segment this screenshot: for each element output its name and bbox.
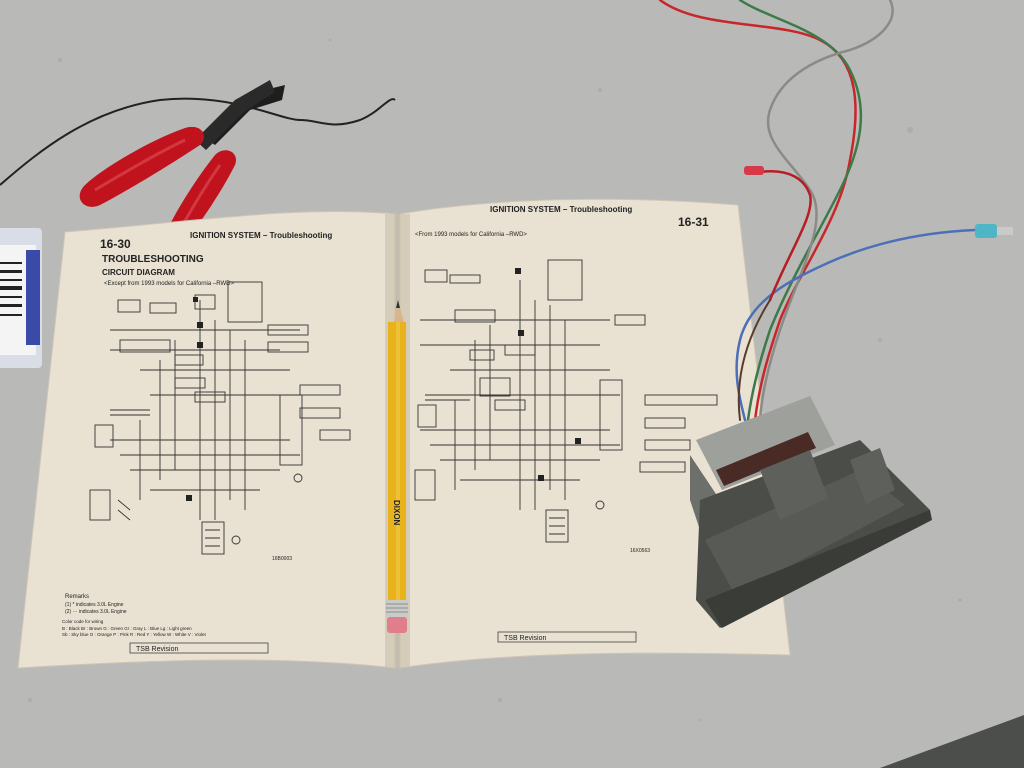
pencil-ferrule xyxy=(386,600,408,618)
left-remarks-heading: Remarks xyxy=(65,594,89,600)
left-tsb-label: TSB Revision xyxy=(136,646,179,653)
table-speckle xyxy=(28,38,962,722)
left-color-code-heading: Color code for wiring xyxy=(62,619,104,624)
left-section-title: TROUBLESHOOTING xyxy=(102,254,204,265)
right-page xyxy=(399,198,791,669)
parts-box xyxy=(0,228,42,368)
right-tsb-box xyxy=(497,631,637,643)
left-figure-code: 16B0003 xyxy=(272,556,292,562)
left-circuit-diagram xyxy=(89,281,351,555)
green-wire xyxy=(738,0,863,422)
left-remark-2: (2) ··· indicates 3.0L Engine xyxy=(65,609,127,615)
wire-bundle xyxy=(658,0,977,422)
left-color-row-2: Sb : Sky blue O : Orange P : Pink R : Re… xyxy=(62,632,206,637)
left-tsb-box xyxy=(129,642,269,654)
blue-wire xyxy=(735,228,977,422)
black-wire xyxy=(0,97,396,186)
red-terminal xyxy=(744,166,764,175)
short-red-wire xyxy=(758,169,812,302)
left-diagram-subtitle: <Except from 1993 models for California … xyxy=(104,281,234,287)
left-diagram-markers xyxy=(186,297,203,501)
electronic-module xyxy=(690,396,932,628)
left-page-number: 16-30 xyxy=(100,237,131,251)
red-wire xyxy=(658,0,857,422)
right-page-number: 16-31 xyxy=(678,215,709,229)
right-tsb-label: TSB Revision xyxy=(504,635,547,642)
left-remark-1: (1) * indicates 3.0L Engine xyxy=(65,602,124,608)
right-circuit-diagram xyxy=(414,259,718,543)
right-diagram-markers xyxy=(515,268,581,481)
right-running-head: IGNITION SYSTEM – Troubleshooting xyxy=(490,205,632,214)
left-color-row-1: B : Black Br : Brown G : Green Gr : Gray… xyxy=(62,626,192,631)
pencil-brand: DIXON xyxy=(392,500,401,526)
left-diagram-title: CIRCUIT DIAGRAM xyxy=(102,268,175,277)
tool-edge xyxy=(880,715,1024,768)
pencil: DIXON xyxy=(386,300,408,633)
spade-terminal xyxy=(975,224,1013,238)
right-figure-code: 16X0563 xyxy=(630,548,650,554)
gray-wire xyxy=(758,0,894,422)
pencil-eraser xyxy=(387,617,407,633)
right-diagram-subtitle: <From 1993 models for California –RWD> xyxy=(415,232,527,238)
left-running-head: IGNITION SYSTEM – Troubleshooting xyxy=(190,231,332,240)
brown-wire xyxy=(737,299,771,421)
service-manual: 16-30 IGNITION SYSTEM – Troubleshooting … xyxy=(17,198,791,669)
